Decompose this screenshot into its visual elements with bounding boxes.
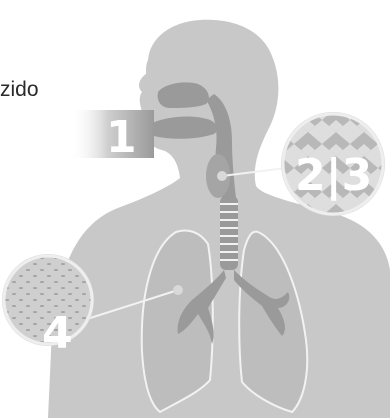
caption-fragment: zido [0,78,39,101]
pointer-dot-lung [173,285,183,295]
human-silhouette-icon [48,20,390,418]
marker-2-3: 2|3 [295,150,372,201]
marker-1: 1 [106,112,137,163]
pointer-dot-throat [217,171,227,181]
marker-4: 4 [42,308,73,359]
trachea-icon [220,196,238,270]
